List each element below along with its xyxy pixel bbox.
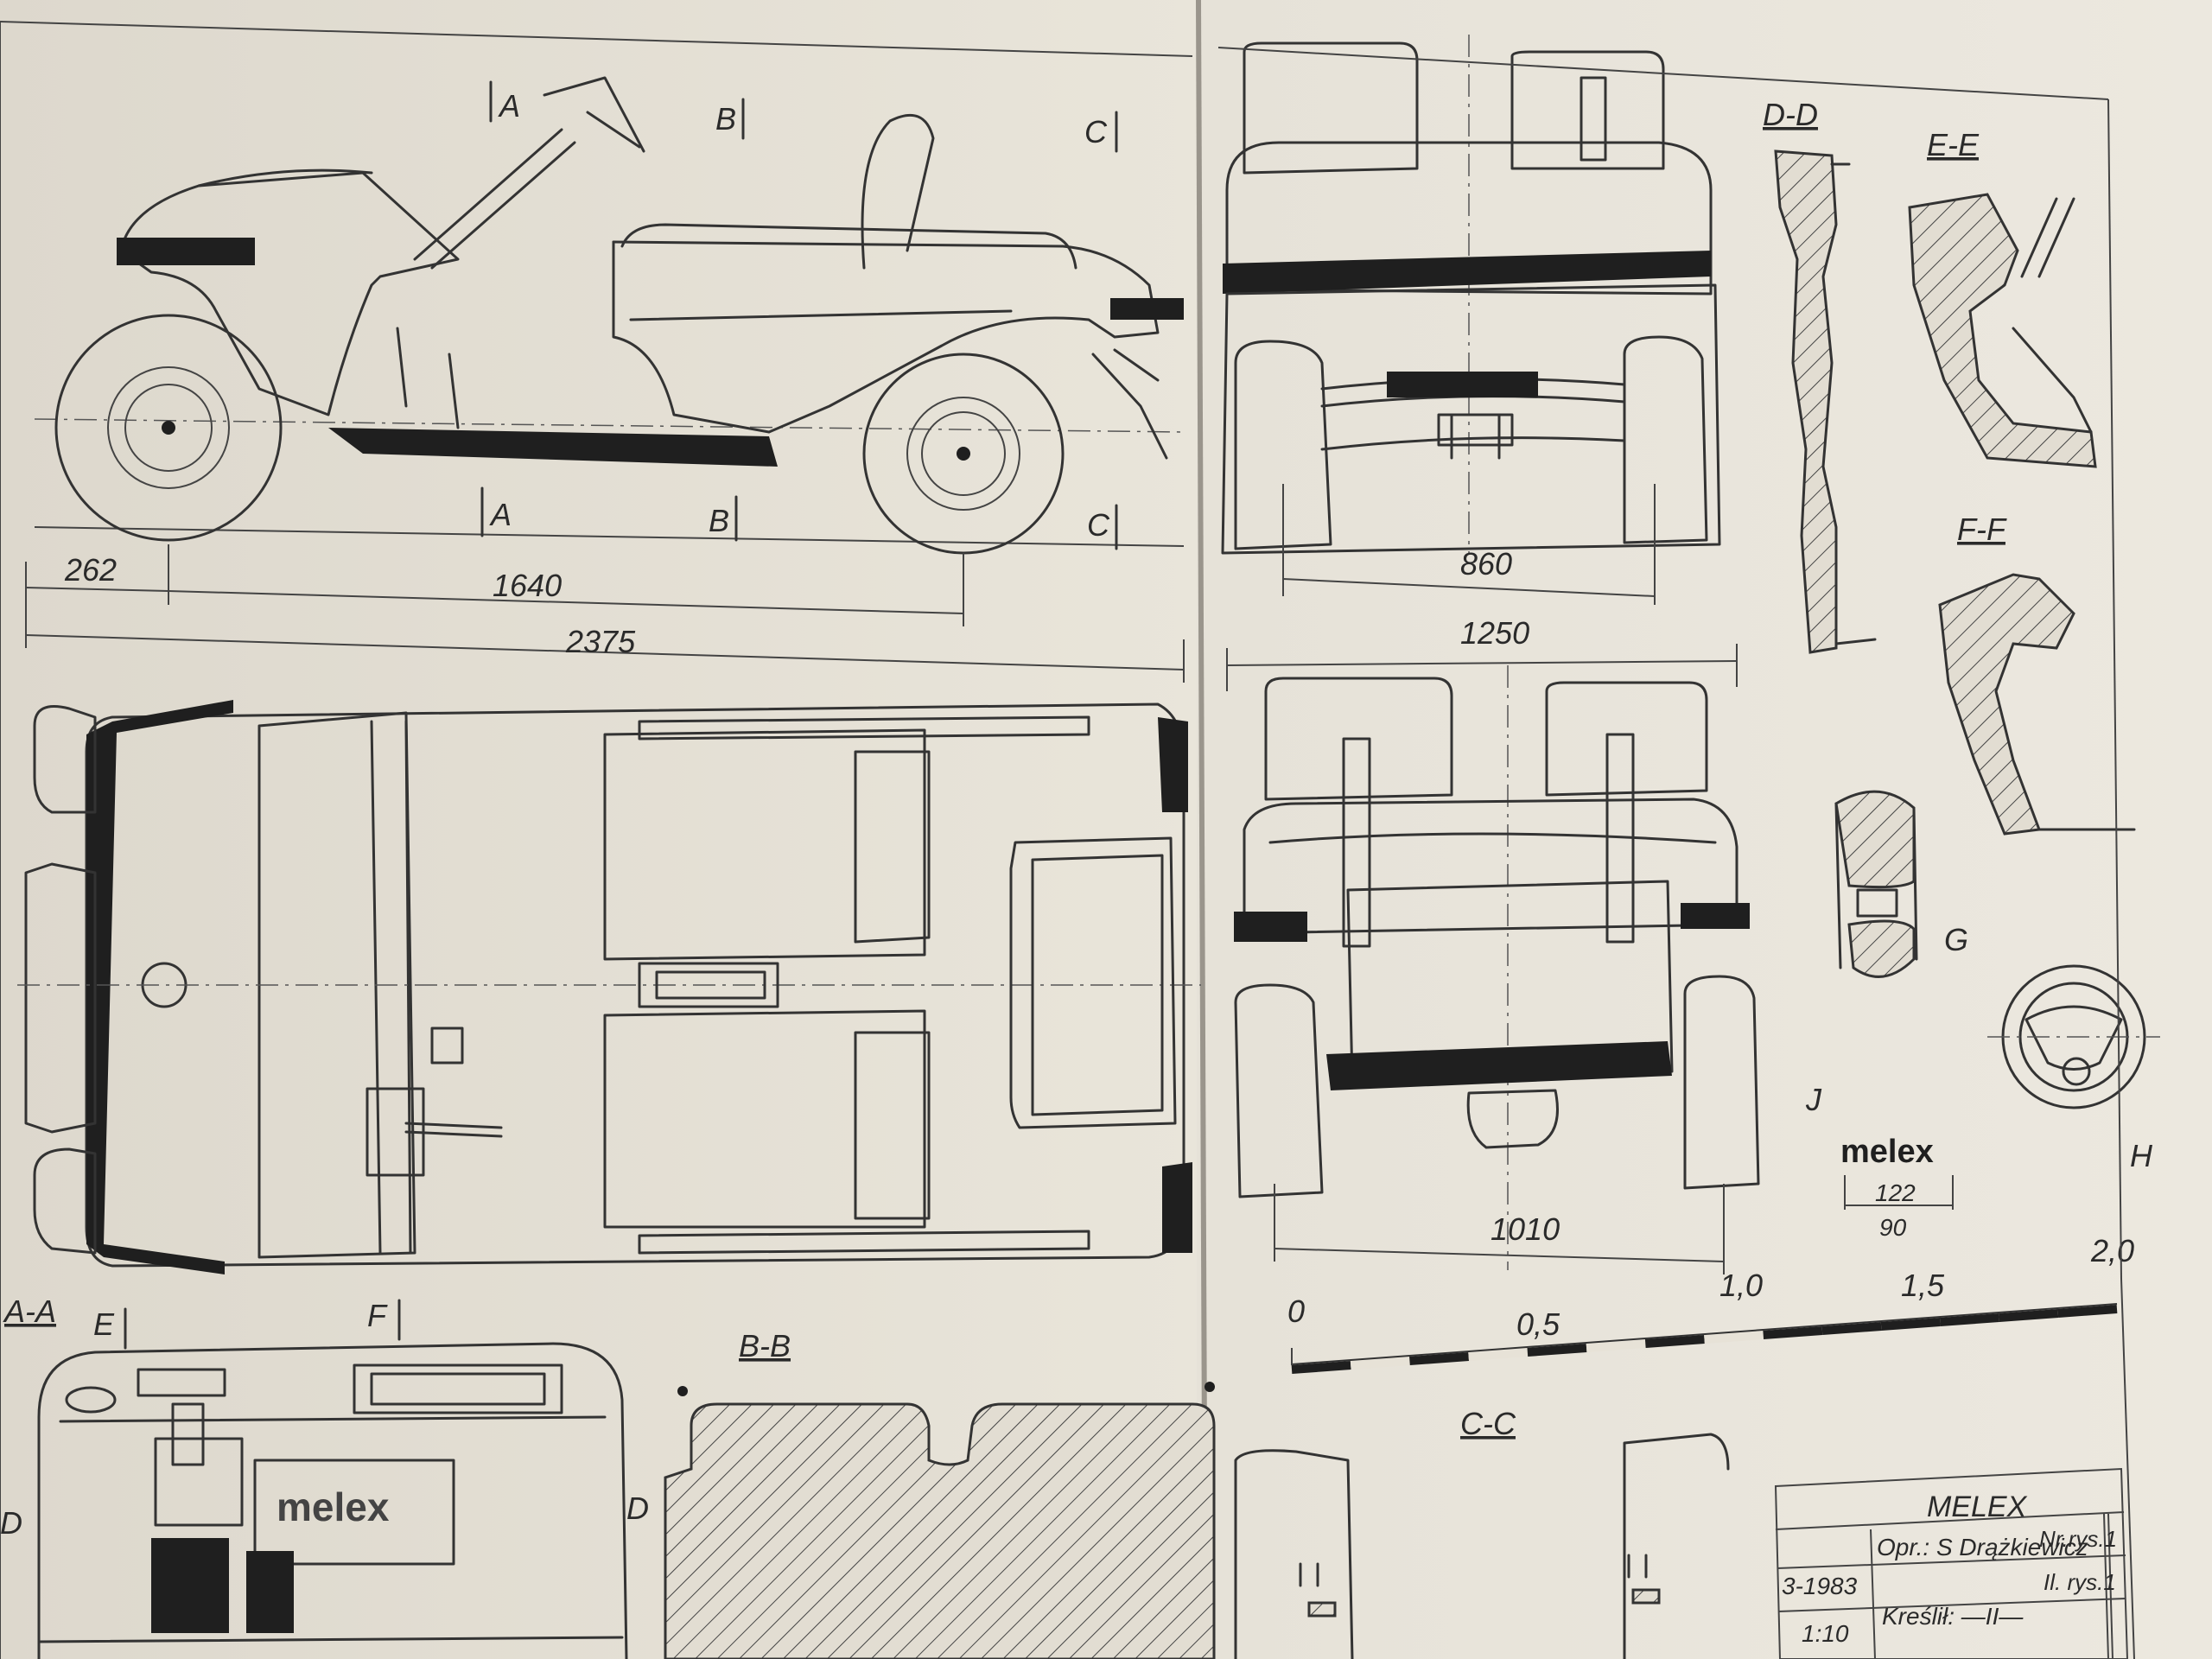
section-title-f-f: F-F xyxy=(1957,512,2007,547)
title-block-issue: 3-1983 xyxy=(1782,1573,1858,1599)
dim-overall-length: 2375 xyxy=(565,624,636,659)
scale-segment xyxy=(1291,1361,1351,1374)
logo-brand: melex xyxy=(1840,1134,1934,1170)
section-title-b-b: B-B xyxy=(739,1328,791,1363)
title-block-drawn-by: Kreślił: —II— xyxy=(1882,1603,2024,1630)
title-block-scale: 1:10 xyxy=(1802,1620,1849,1647)
dim-rear-track: 1010 xyxy=(1491,1211,1560,1247)
section-mark-b-top: B xyxy=(715,101,736,137)
section-title-d-d: D-D xyxy=(1763,97,1818,132)
section-mark-f: F xyxy=(367,1298,388,1333)
section-a-a: A-A E F melex D D xyxy=(0,1294,649,1659)
scale-bar: 0 0,5 1,0 1,5 2,0 xyxy=(1287,1233,2134,1374)
rear-view: 1250 1010 xyxy=(1226,615,1760,1274)
front-wheel xyxy=(54,314,283,542)
scale-segment xyxy=(1527,1344,1587,1357)
section-e-e: E-E xyxy=(1908,127,2097,468)
logo-side-panel: melex xyxy=(276,1484,390,1529)
title-block-drawing-no: Nr.rys.1 xyxy=(2039,1526,2117,1552)
floor-pan xyxy=(328,428,778,467)
section-b-b: B-B xyxy=(664,1328,1216,1659)
scale-segment xyxy=(1939,1313,1999,1326)
top-view xyxy=(17,700,1201,1274)
section-mark-c-top: C xyxy=(1084,114,1108,149)
scale-tick-1-5: 1,5 xyxy=(1901,1268,1945,1303)
front-bumper xyxy=(117,238,255,265)
section-mark-b-bottom: B xyxy=(709,503,729,538)
detail-label-h: H xyxy=(2130,1138,2153,1173)
scale-tick-0: 0 xyxy=(1287,1294,1305,1329)
frame-right xyxy=(1217,47,2135,1659)
rear-light xyxy=(1110,298,1184,320)
section-c-c: C-C xyxy=(1234,1406,1730,1659)
front-bumper-front xyxy=(1223,251,1711,294)
detail-label-j: J xyxy=(1805,1082,1822,1117)
section-mark-a-top: A xyxy=(498,88,520,124)
scale-segment xyxy=(1409,1352,1470,1365)
scale-segment xyxy=(1586,1339,1646,1352)
rear-bumper xyxy=(1326,1041,1672,1090)
scale-segment xyxy=(1350,1357,1410,1370)
title-block: MELEX 3-1983 Opr.: S Drążkiewicz Nr.rys.… xyxy=(1774,1467,2129,1659)
side-view: A B C A B C 262 1640 2375 xyxy=(0,21,1193,1659)
scale-segment xyxy=(1468,1348,1529,1361)
section-mark-a-bottom: A xyxy=(489,497,512,532)
scale-tick-0-5: 0,5 xyxy=(1516,1306,1560,1342)
scale-segment xyxy=(1999,1309,2059,1322)
detail-h: H xyxy=(1987,964,2160,1173)
detail-g: G xyxy=(1834,790,1968,978)
logo-dim-height: 90 xyxy=(1879,1214,1907,1241)
section-title-a-a: A-A xyxy=(3,1294,56,1329)
section-d-d: D-D xyxy=(1763,97,1877,654)
section-title-c-c: C-C xyxy=(1460,1406,1516,1441)
title-block-author: Opr.: S Drążkiewicz xyxy=(1877,1534,2088,1560)
section-mark-d-right: D xyxy=(626,1491,649,1526)
logo-detail: melex 122 90 xyxy=(1840,1134,1954,1241)
section-mark-e: E xyxy=(93,1306,115,1342)
scale-segment xyxy=(1763,1326,1823,1339)
logo-dim-width: 122 xyxy=(1875,1179,1916,1206)
book-gutter xyxy=(1196,0,1208,1659)
section-title-e-e: E-E xyxy=(1927,127,1980,162)
scale-segment xyxy=(1821,1322,1882,1335)
scale-segment xyxy=(1644,1335,1705,1348)
section-mark-d-left: D xyxy=(0,1505,22,1541)
left-page xyxy=(0,0,1201,1659)
scale-segment xyxy=(2057,1305,2118,1318)
dim-front-track: 860 xyxy=(1460,546,1512,582)
scale-bar-border xyxy=(1291,1303,2118,1365)
front-bumper-top xyxy=(86,700,233,1274)
dim-front-overhang: 262 xyxy=(64,552,117,588)
scale-tick-1-0: 1,0 xyxy=(1719,1268,1763,1303)
title-block-title: MELEX xyxy=(1927,1491,2028,1523)
scale-segment xyxy=(1880,1318,1941,1331)
dim-wheelbase: 1640 xyxy=(493,568,562,603)
scale-segment xyxy=(1704,1331,1764,1344)
detail-label-g: G xyxy=(1944,922,1968,957)
front-view: 860 xyxy=(1221,35,1721,605)
section-f-f: F-F xyxy=(1938,512,2136,836)
scale-tick-2-0: 2,0 xyxy=(2090,1233,2134,1268)
section-mark-c-bottom: C xyxy=(1087,507,1110,543)
dim-overall-width: 1250 xyxy=(1460,615,1529,651)
title-block-sheet-count: Il. rys.1 xyxy=(2044,1569,2116,1595)
